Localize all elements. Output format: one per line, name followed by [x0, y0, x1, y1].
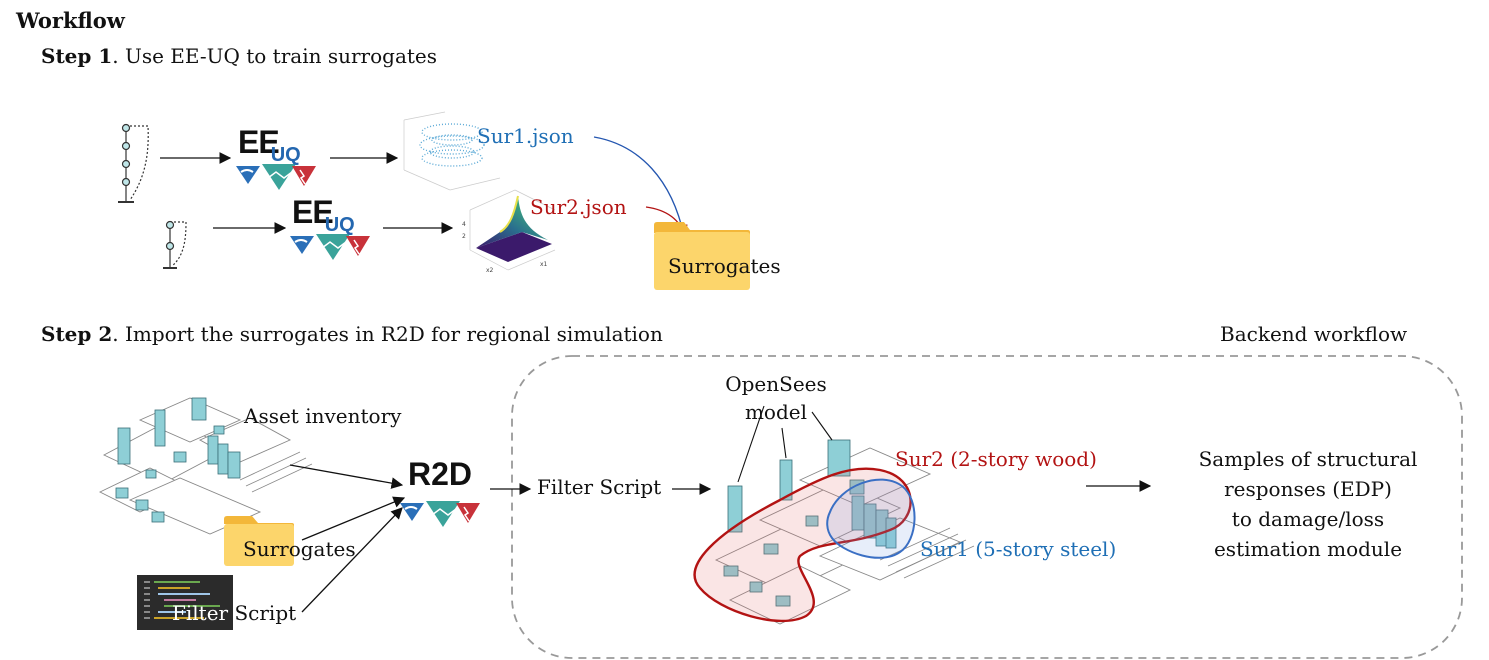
asset-inventory-label: Asset inventory — [244, 404, 402, 428]
step1-prefix: Step 1 — [41, 44, 113, 68]
step2-heading: Step 2. Import the surrogates in R2D for… — [41, 322, 663, 346]
surface-plot-3d-icon: 4 2 x2 x1 — [462, 189, 556, 274]
eeuq-logo-1-icon — [236, 164, 316, 190]
sur1-region-label: Sur1 (5-story steel) — [920, 537, 1117, 561]
eeuq-logo-2-uq: UQ — [324, 214, 355, 236]
arrow-surrogates-to-r2d — [301, 496, 406, 541]
code-editor-thumbnail-icon — [137, 575, 233, 630]
surrogates-input-label: Surrogates — [243, 537, 356, 561]
output-line3: to damage/loss — [1231, 507, 1385, 531]
r2d-logo-icon — [400, 501, 480, 527]
surrogates-folder-icon — [654, 222, 750, 290]
sur2-json-label: Sur2.json — [530, 195, 627, 219]
step1-heading: Step 1. Use EE-UQ to train surrogates — [41, 44, 437, 68]
svg-text:4: 4 — [462, 221, 466, 228]
sur1-json-label: Sur1.json — [477, 124, 574, 148]
svg-text:2: 2 — [462, 233, 466, 240]
output-line4: estimation module — [1213, 537, 1403, 561]
frame-model-tall-icon — [118, 123, 149, 203]
svg-text:x1: x1 — [540, 261, 548, 268]
arrow-inventory-to-r2d — [289, 464, 404, 489]
eeuq-logo-2-ee: EE — [292, 194, 334, 230]
eeuq-logo-2-icon — [290, 234, 370, 260]
backend-workflow-label: Backend workflow — [1220, 322, 1408, 346]
step2-text: . Import the surrogates in R2D for regio… — [112, 322, 663, 346]
arrow-filter-to-r2d — [301, 507, 403, 613]
filter-script-step-label: Filter Script — [537, 475, 662, 499]
eeuq-logo-1-uq: UQ — [270, 144, 301, 166]
r2d-logo: R2D — [408, 456, 473, 492]
step1-text: . Use EE-UQ to train surrogates — [112, 44, 438, 68]
sur2-region-outline — [693, 467, 912, 623]
backend-workflow-box — [511, 355, 1463, 659]
arrow-sur1-to-folder — [593, 136, 688, 238]
step2-prefix: Step 2 — [41, 322, 113, 346]
sur1-region-outline — [826, 478, 916, 559]
filter-script-input-part2: Script — [228, 601, 297, 625]
filter-script-input-part1: Filter — [172, 601, 229, 625]
page-title: Workflow — [16, 8, 125, 33]
frame-model-short-icon — [163, 220, 187, 269]
sur2-region-label: Sur2 (2-story wood) — [895, 447, 1097, 471]
eeuq-logo-1-ee: EE — [238, 124, 280, 160]
surrogates-folder-label: Surrogates — [668, 254, 781, 278]
eeuq-logo-1: EEUQ — [238, 124, 309, 166]
output-description: Samples of structural responses (EDP) to… — [1176, 444, 1440, 564]
filter-script-input-label: Filter Script — [172, 601, 296, 625]
opensees-pointer-lines — [737, 405, 833, 483]
opensees-line1: OpenSees — [725, 372, 827, 396]
opensees-line2: model — [744, 400, 808, 424]
scatter-plot-3d-icon — [403, 111, 501, 191]
surrogates-input-folder-icon — [224, 516, 294, 566]
eeuq-logo-2: EEUQ — [292, 194, 363, 236]
opensees-model-label: OpenSees model — [714, 370, 838, 426]
output-line1: Samples of structural — [1198, 447, 1418, 471]
svg-text:x2: x2 — [486, 267, 494, 274]
output-line2: responses (EDP) — [1224, 477, 1392, 501]
